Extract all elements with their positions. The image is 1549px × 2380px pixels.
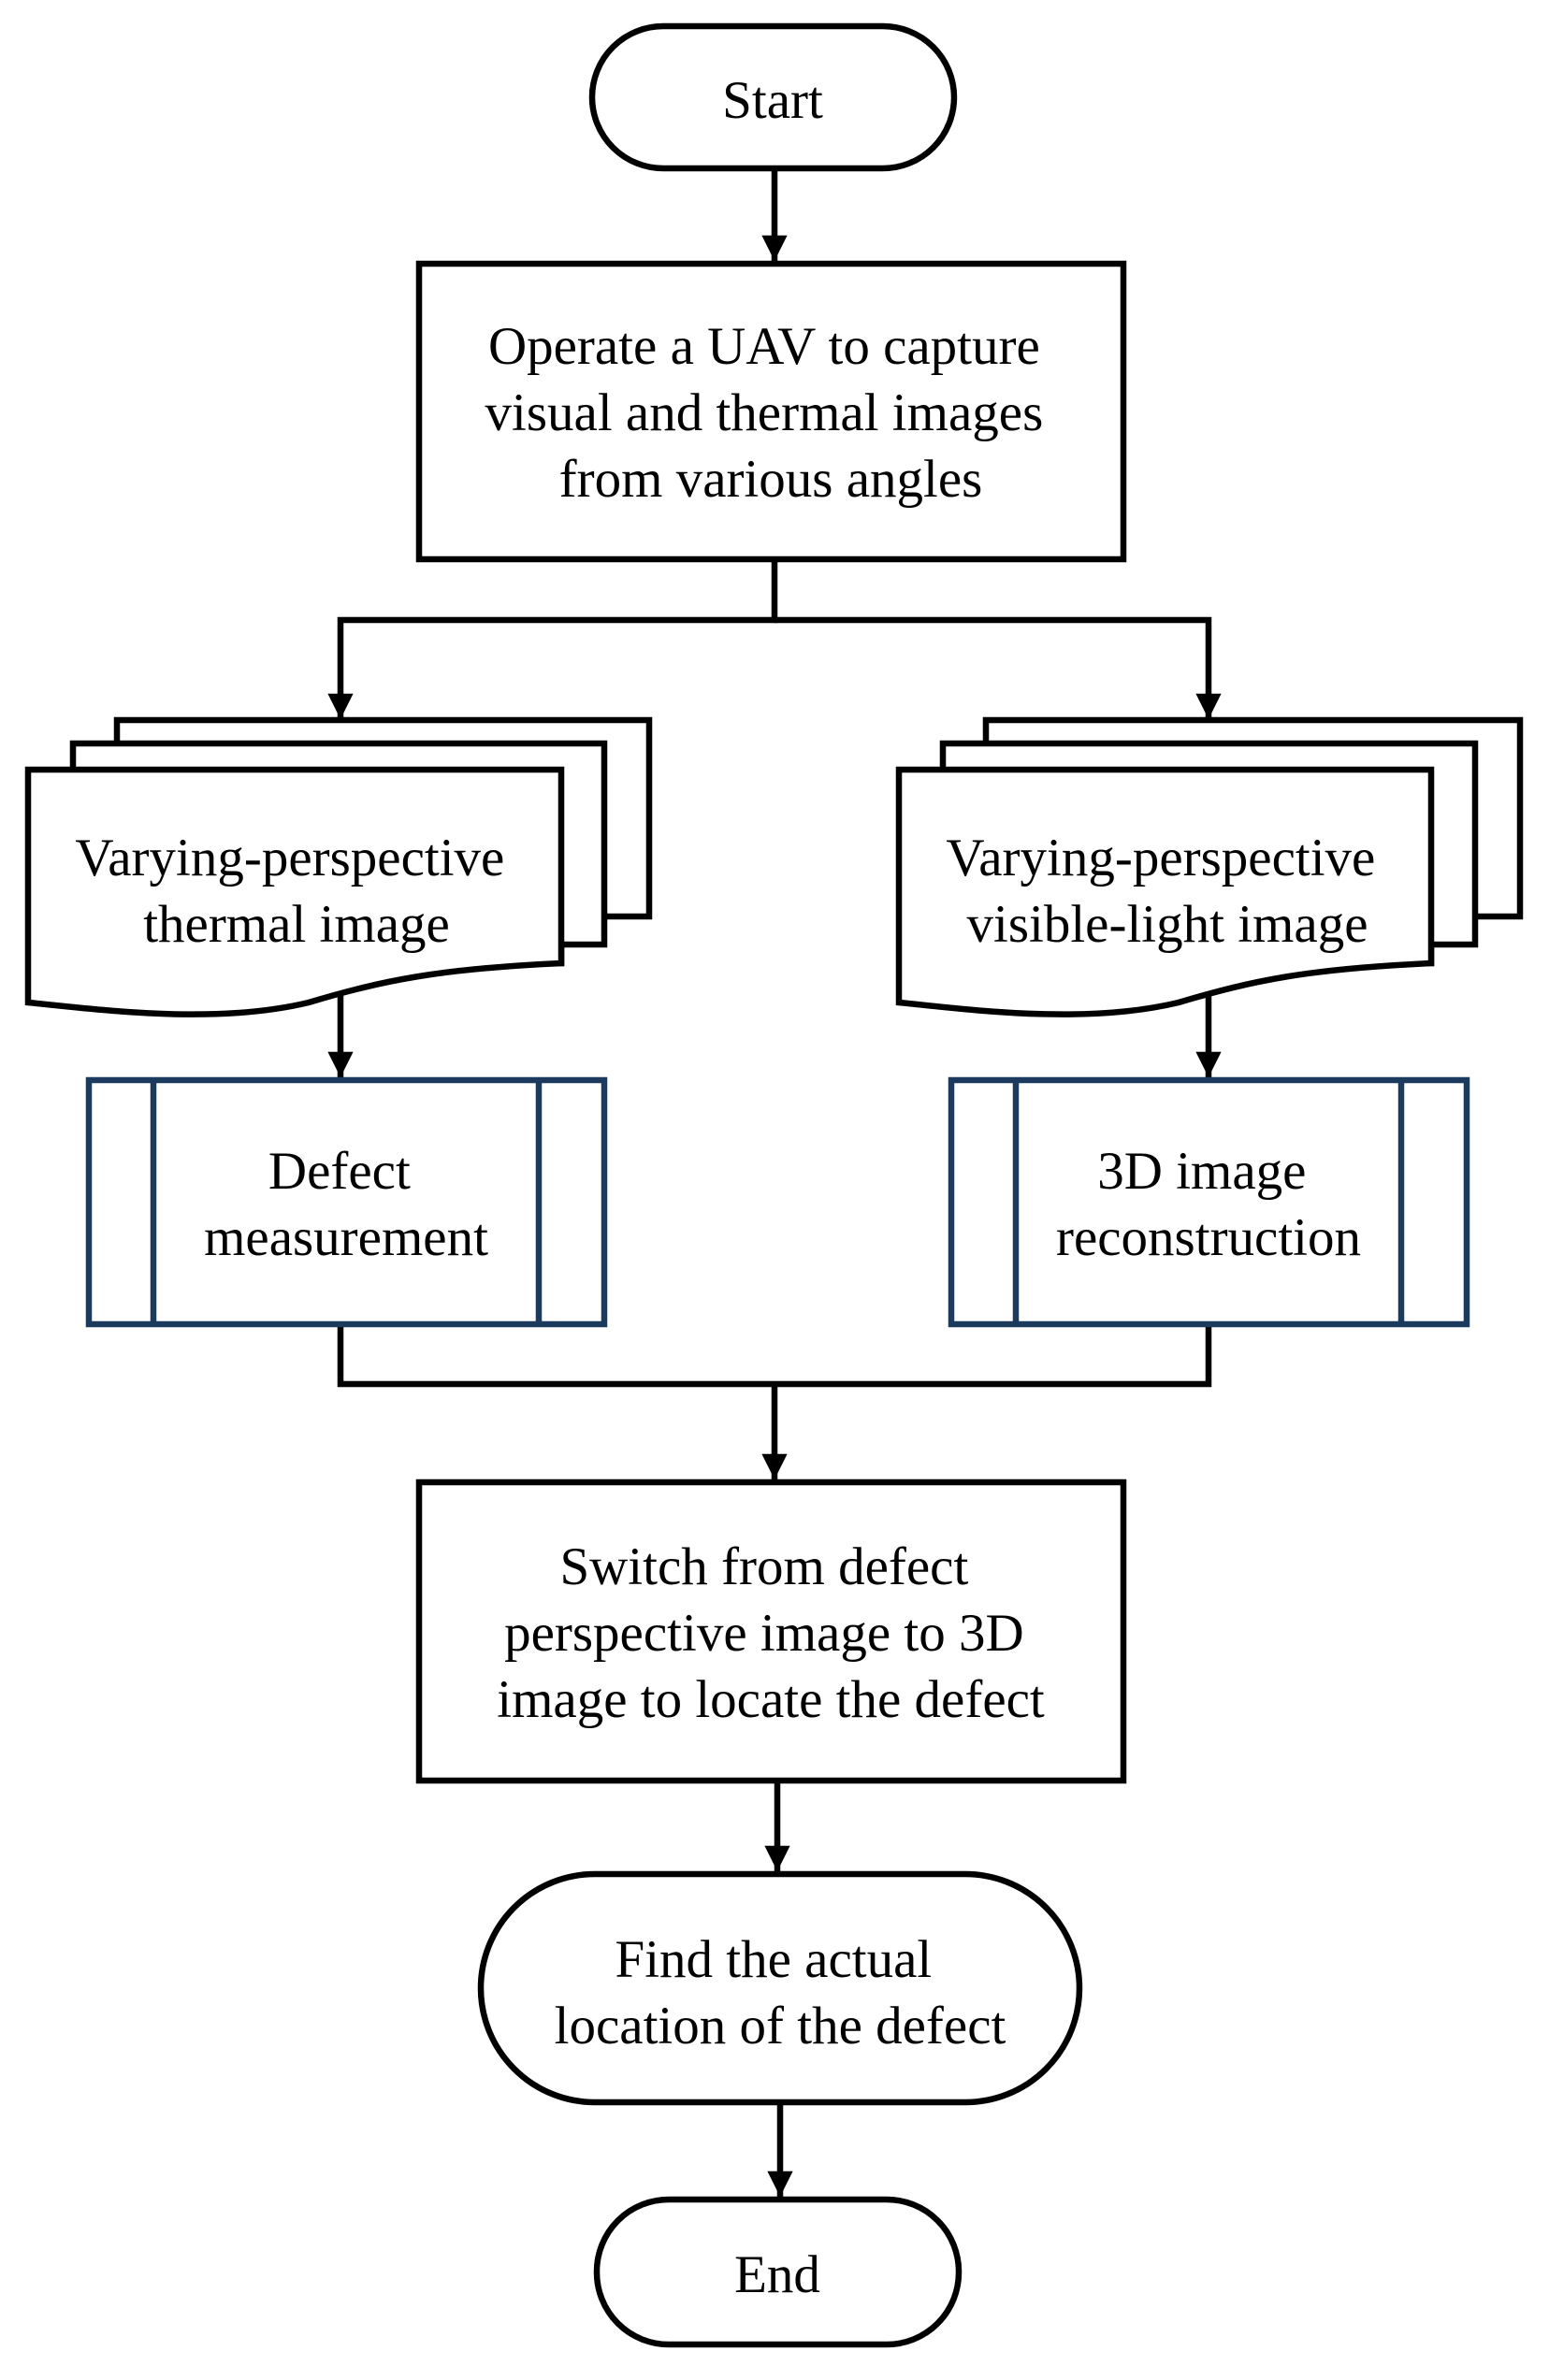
thermal-image-documents: Varying-perspective thermal image <box>24 716 653 1017</box>
capture-process-label: Operate a UAV to capture visual and ther… <box>485 317 1057 509</box>
visible-document-front <box>895 766 1435 1017</box>
find-location-terminator: Find the actual location of the defect <box>477 1870 1083 2106</box>
edge-merge <box>337 1324 1212 1388</box>
find-location-label: Find the actual location of the defect <box>555 1930 1006 2055</box>
defect-measurement-label: Defect measurement <box>204 1142 488 1267</box>
visible-light-image-documents: Varying-perspective visible-light image <box>895 716 1524 1017</box>
edge-capture-to-visible <box>774 616 1222 719</box>
end-terminator: End <box>593 2196 963 2348</box>
edge-capture-split <box>327 559 778 719</box>
start-terminator: Start <box>588 22 958 172</box>
reconstruction-label: 3D image reconstruction <box>1056 1142 1361 1267</box>
start-label: Start <box>722 71 823 130</box>
capture-process-box: Operate a UAV to capture visual and ther… <box>415 260 1127 563</box>
switch-process-box: Switch from defect perspective image to … <box>415 1478 1127 1784</box>
reconstruction-box: 3D image reconstruction <box>948 1076 1470 1328</box>
switch-process-label: Switch from defect perspective image to … <box>497 1537 1045 1729</box>
thermal-image-label: Varying-perspective thermal image <box>75 829 517 954</box>
end-label: End <box>734 2245 820 2304</box>
visible-light-image-label: Varying-perspective visible-light image <box>946 829 1388 954</box>
defect-measurement-box: Defect measurement <box>85 1076 608 1328</box>
thermal-document-front <box>24 766 565 1017</box>
connectors <box>327 168 1222 2197</box>
